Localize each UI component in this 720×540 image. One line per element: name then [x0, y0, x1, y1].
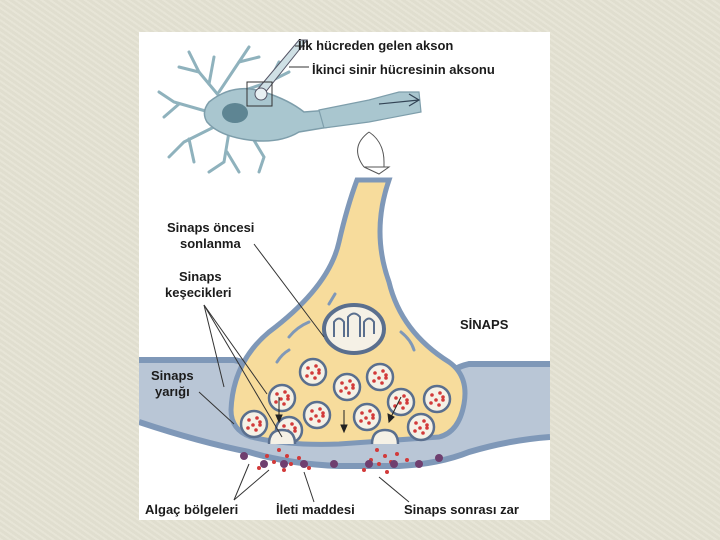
neuron-cell	[157, 39, 422, 175]
neurotransmitter-dot	[297, 456, 301, 460]
neurotransmitter-dot	[405, 458, 409, 462]
neurotransmitter-dot	[362, 468, 366, 472]
receptor-site	[415, 460, 423, 468]
receptor-site	[240, 452, 248, 460]
release-arrows	[275, 396, 402, 434]
vesicle	[267, 383, 297, 413]
vesicle	[422, 384, 452, 414]
diagram-panel: İlk hücreden gelen akson İkinci sinir hü…	[139, 32, 550, 520]
receptor-site	[390, 460, 398, 468]
vesicle	[332, 372, 362, 402]
neurotransmitter-dot	[285, 454, 289, 458]
neurotransmitter-dot	[375, 448, 379, 452]
receptor-site	[280, 460, 288, 468]
label-synapse: SİNAPS	[460, 317, 509, 332]
neurotransmitter-dot	[277, 448, 281, 452]
receptor-site	[260, 460, 268, 468]
neurotransmitter-dot	[307, 466, 311, 470]
leader-lines	[198, 243, 410, 503]
neurotransmitter-dot	[272, 460, 276, 464]
label-cleft-1: Sinaps	[151, 368, 194, 383]
vesicle	[352, 402, 382, 432]
receptor-site	[435, 454, 443, 462]
label-vesicles-1: Sinaps	[179, 269, 222, 284]
receptors	[240, 452, 443, 468]
fusing-vesicles	[267, 428, 400, 445]
presynaptic-terminal	[228, 177, 468, 447]
label-neurotransmitter: İleti maddesi	[276, 502, 355, 517]
receptor-site	[300, 460, 308, 468]
neurotransmitter-dot	[265, 454, 269, 458]
vesicle	[365, 362, 395, 392]
neurotransmitter-dot	[282, 468, 286, 472]
vesicle	[302, 400, 332, 430]
label-cleft-2: yarığı	[155, 384, 190, 399]
neurotransmitter-dot	[395, 452, 399, 456]
neurotransmitter-dot	[257, 466, 261, 470]
label-receptor-zones: Algaç bölgeleri	[145, 502, 239, 517]
vesicle	[386, 387, 416, 417]
label-first-axon: İlk hücreden gelen akson	[298, 38, 454, 53]
label-second-axon: İkinci sinir hücresinin aksonu	[312, 62, 495, 77]
vesicle	[298, 357, 328, 387]
neurotransmitter-dot	[377, 462, 381, 466]
label-postsynaptic-membrane: Sinaps sonrası zar	[404, 502, 519, 517]
receptor-site	[330, 460, 338, 468]
neurotransmitter-dot	[289, 462, 293, 466]
neurotransmitter-dot	[385, 470, 389, 474]
synapse-diagram	[139, 39, 550, 520]
receptor-site	[365, 460, 373, 468]
vesicle	[406, 412, 436, 442]
neurotransmitter-dot	[383, 454, 387, 458]
label-presynaptic-terminal-1: Sinaps öncesi	[167, 220, 255, 235]
label-vesicles-2: keşecikleri	[165, 285, 232, 300]
vesicle	[239, 409, 269, 439]
label-presynaptic-terminal-2: sonlanma	[180, 236, 241, 251]
